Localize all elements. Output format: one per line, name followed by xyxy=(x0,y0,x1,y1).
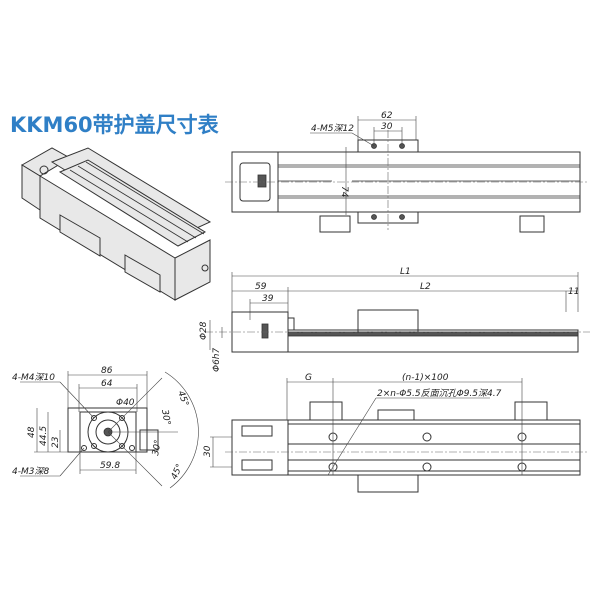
dim-62: 62 xyxy=(381,111,393,121)
bottom-view: G (n-1)×100 2×n-Φ5.5反面沉孔Φ9.5深4.7 30 xyxy=(203,373,588,493)
dim-64: 64 xyxy=(101,379,113,389)
angle-30-top: 30° xyxy=(159,409,172,426)
dim-L1: L1 xyxy=(400,267,411,277)
dim-11: 11 xyxy=(568,287,579,297)
dim-G: G xyxy=(305,373,312,383)
dim-30-top: 30 xyxy=(381,122,393,132)
dim-d6h7: Φ6h7 xyxy=(212,347,222,372)
dim-d40: Φ40 xyxy=(116,398,135,408)
dim-23: 23 xyxy=(51,436,61,448)
side-view: L1 L2 59 39 11 Φ28 Φ6h7 xyxy=(199,267,590,372)
dim-d28: Φ28 xyxy=(199,321,209,340)
note-m3: 4-M3深8 xyxy=(12,466,49,477)
angle-30-bottom: 30° xyxy=(151,439,164,456)
dim-86: 86 xyxy=(101,366,113,376)
dim-30-bottom: 30 xyxy=(203,445,213,457)
top-hole-note: 4-M5深12 xyxy=(311,123,354,134)
dim-39: 39 xyxy=(262,294,274,304)
dim-74: 74 xyxy=(339,186,349,198)
bottom-hole-note: 2×n-Φ5.5反面沉孔Φ9.5深4.7 xyxy=(377,388,502,399)
dim-48: 48 xyxy=(27,426,37,438)
angle-45-bottom: 45° xyxy=(170,463,186,482)
dim-44-5: 44.5 xyxy=(39,426,49,446)
angle-45-top: 45° xyxy=(175,390,190,408)
top-view: 4-M5深12 62 30 74 xyxy=(225,111,588,233)
dim-pitch: (n-1)×100 xyxy=(402,373,449,383)
isometric-view xyxy=(21,147,212,301)
end-view: 4-M4深10 4-M3深8 86 64 Φ40 59.8 48 44.5 23… xyxy=(12,366,199,489)
dim-59: 59 xyxy=(255,282,267,292)
dim-L2: L2 xyxy=(420,282,431,292)
note-m4: 4-M4深10 xyxy=(12,372,55,383)
dim-59-8: 59.8 xyxy=(100,461,120,471)
page-title: KKM60带护盖尺寸表 xyxy=(10,113,220,137)
